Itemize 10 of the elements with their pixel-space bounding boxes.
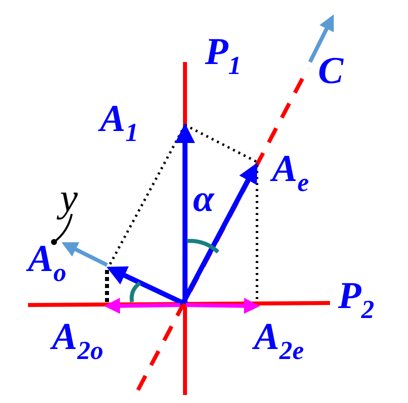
vector-label: A$_{e}$ <box>272 150 309 196</box>
leader-line <box>53 214 73 243</box>
vector-label: C <box>318 52 344 90</box>
angle-label: α <box>193 180 214 218</box>
vector-label: P$_{2}$ <box>338 277 374 323</box>
vector-label: A$_{o}$ <box>28 240 66 286</box>
vector-label: P$_{1}$ <box>205 33 242 79</box>
vector-label: A$_{2o}$ <box>52 318 104 364</box>
vector-label: A$_{2e}$ <box>254 318 304 364</box>
vector-label: A$_{1}$ <box>100 100 138 146</box>
